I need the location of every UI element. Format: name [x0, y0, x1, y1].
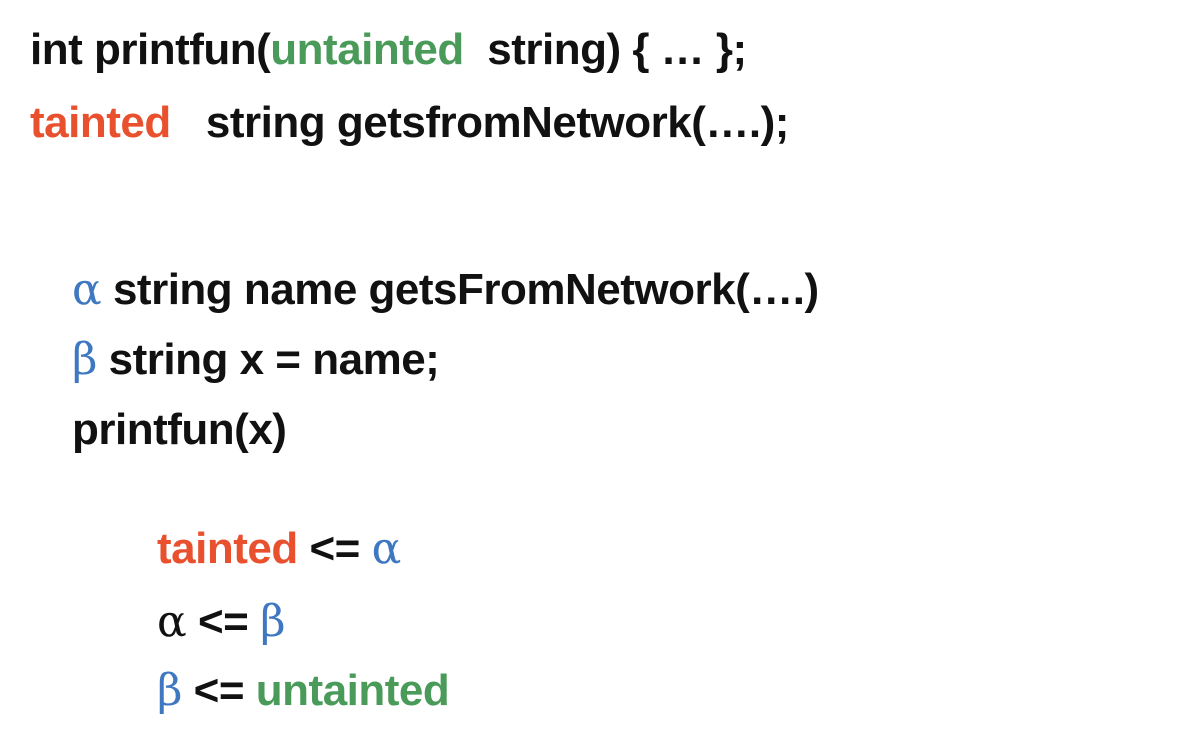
constraint-3-op: <= — [181, 666, 256, 715]
code-line-name: α string name getsFromNetwork(….) — [72, 264, 819, 316]
printfun-suffix: string) { … }; — [463, 25, 747, 74]
constraint-1-left: tainted — [157, 524, 298, 573]
tainted-qualifier: tainted — [30, 98, 171, 147]
constraint-beta-untainted: β <= untainted — [157, 665, 450, 717]
getsfromnetwork-declaration: tainted string getsfromNetwork(….); — [30, 97, 789, 149]
constraint-2-op: <= — [186, 597, 261, 646]
printfun-declaration: int printfun(untainted string) { … }; — [30, 24, 747, 76]
code-line-name-text: string name getsFromNetwork(….) — [101, 265, 819, 314]
constraint-2-right: β — [260, 596, 285, 647]
untainted-qualifier: untainted — [270, 25, 464, 74]
constraint-2-left: α — [157, 596, 187, 647]
constraint-1-op: <= — [297, 524, 372, 573]
getsfromnetwork-suffix: string getsfromNetwork(….); — [170, 98, 789, 147]
constraint-3-right: untainted — [255, 666, 450, 715]
constraint-alpha-beta: α <= β — [157, 596, 285, 648]
code-line-x-text: string x = name; — [96, 335, 440, 384]
constraint-1-right: α — [371, 523, 402, 574]
constraint-3-left: β — [157, 665, 182, 716]
beta-var: β — [72, 334, 97, 385]
code-line-x: β string x = name; — [72, 334, 440, 386]
code-line-call-text: printfun(x) — [72, 405, 287, 454]
alpha-var: α — [72, 264, 102, 315]
constraint-tainted-alpha: tainted <= α — [157, 523, 401, 575]
printfun-prefix: int printfun( — [30, 25, 271, 74]
code-line-call: printfun(x) — [72, 404, 287, 456]
